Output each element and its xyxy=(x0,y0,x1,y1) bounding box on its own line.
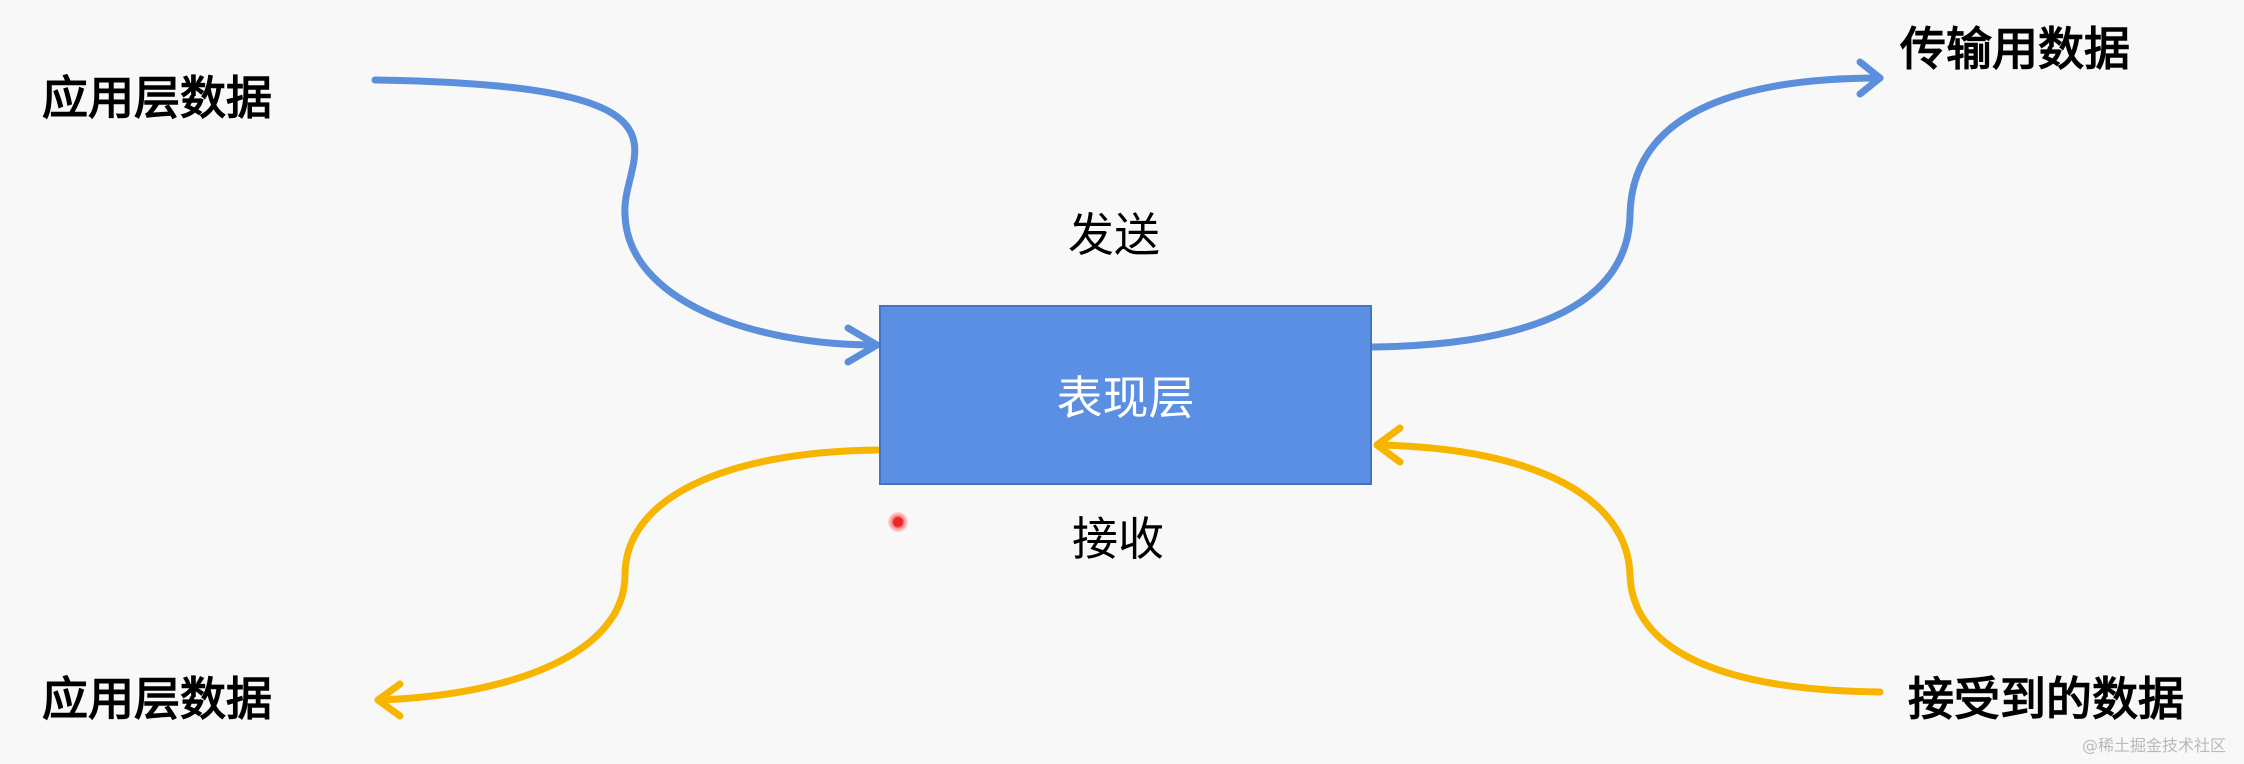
top-right-label: 传输用数据 xyxy=(1900,22,2130,76)
watermark-text: @稀土掘金技术社区 xyxy=(2081,736,2226,755)
send-input-arrow xyxy=(371,76,881,349)
receive-output-arrow xyxy=(374,446,881,704)
bottom-right-label: 接受到的数据 xyxy=(1908,672,2184,726)
presentation-layer-label: 表现层 xyxy=(1056,371,1195,425)
bottom-left-label: 应用层数据 xyxy=(42,672,272,726)
send-input-arrowhead xyxy=(844,324,881,366)
receive-input-arrowhead xyxy=(1373,424,1404,466)
cursor-pointer-dot xyxy=(888,512,908,532)
receive-input-arrow xyxy=(1373,441,1884,696)
send-output-arrowhead xyxy=(1856,58,1884,98)
presentation-layer-box: 表现层 xyxy=(879,305,1372,485)
top-left-label: 应用层数据 xyxy=(42,71,272,125)
receive-output-arrowhead xyxy=(374,680,404,720)
receive-label: 接收 xyxy=(1072,512,1164,566)
send-output-arrow xyxy=(1369,74,1884,351)
send-label: 发送 xyxy=(1068,208,1160,262)
